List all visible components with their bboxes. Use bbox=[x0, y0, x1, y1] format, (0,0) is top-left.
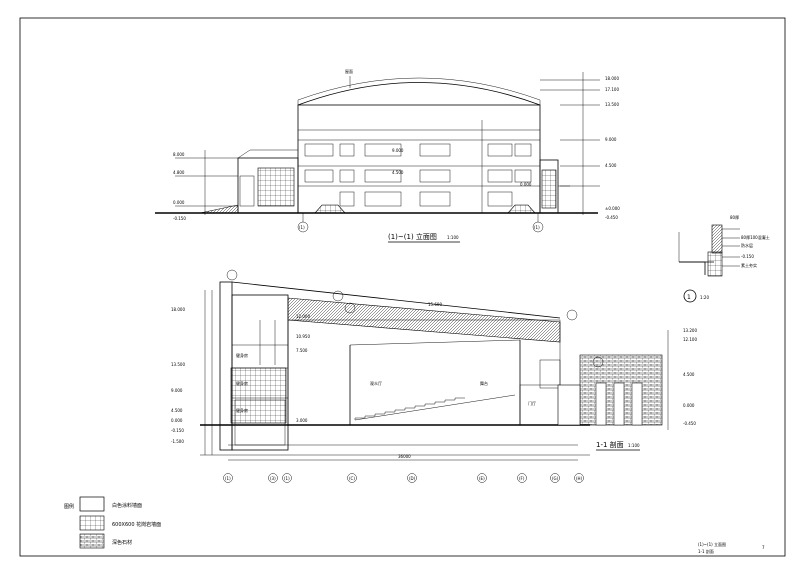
elevation-axis-label-left: (1) bbox=[299, 225, 305, 230]
elevation-main-block bbox=[297, 104, 541, 214]
detail-drawing: 80厚 80厚100混凝土 防水层 -0.150 素土夯实 1 1:20 bbox=[678, 215, 770, 303]
detail-note-2: 80厚100混凝土 bbox=[741, 234, 770, 240]
legend-title: 图例 bbox=[64, 503, 74, 510]
detail-note-4: -0.150 bbox=[741, 254, 754, 259]
detail-note-5: 素土夯实 bbox=[741, 262, 757, 268]
section-room-label-3: 健身房 bbox=[236, 352, 248, 358]
elevation-window-level-3: 0.000 bbox=[520, 182, 532, 187]
elevation-level-right-4: 9.000 bbox=[605, 137, 617, 142]
elevation-levels-right: 18.000 17.100 13.500 9.000 4.500 ±0.000 … bbox=[540, 72, 620, 220]
section-level-left-3: 9.000 bbox=[171, 388, 183, 393]
elevation-levels-left: 8.000 4.800 0.000 -0.150 bbox=[173, 150, 238, 221]
section-room-label-4: 观众厅 bbox=[370, 381, 382, 386]
elevation-barrel-roof bbox=[297, 82, 541, 106]
legend-swatch-brick bbox=[79, 533, 105, 549]
elevation-axis-bubble-left bbox=[297, 221, 309, 233]
legend-label-3: 深色石材 bbox=[112, 539, 132, 546]
elevation-window-level-1: 9.000 bbox=[392, 148, 404, 153]
section-level-left-5: 0.000 bbox=[171, 418, 183, 423]
sheet-border bbox=[19, 17, 786, 557]
elevation-steps-left bbox=[314, 204, 346, 214]
section-level-right-2: 12.100 bbox=[683, 337, 697, 342]
detail-callout-number: 1 bbox=[687, 294, 691, 301]
section-axis-bubbles: (1) (3) (1) (C) (D) (E) (F) (G) (H) bbox=[223, 473, 584, 483]
elevation-level-right-3: 13.500 bbox=[605, 102, 619, 107]
section-room-label-5: 舞台 bbox=[480, 380, 488, 386]
section-levels-right: 13.200 12.100 4.500 0.000 -0.450 bbox=[667, 328, 697, 430]
detail-note-1: 80厚 bbox=[730, 215, 739, 220]
detail-scale: 1:20 bbox=[700, 295, 709, 300]
elevation-level-left-3: 0.000 bbox=[173, 200, 185, 205]
section-interior-level-2: 10.950 bbox=[296, 334, 310, 339]
section-total-dimension: 36000 bbox=[398, 454, 411, 459]
elevation-level-left-2: 4.800 bbox=[173, 170, 185, 175]
section-interior-level-3: 7.500 bbox=[296, 348, 308, 353]
section-level-right-3: 4.500 bbox=[683, 372, 695, 377]
legend-label-2: 600X600 花岗岩墙面 bbox=[112, 521, 161, 528]
elevation-drawing: 8.000 4.800 0.000 -0.150 18.000 17.100 1… bbox=[155, 68, 620, 243]
elevation-right-wing bbox=[539, 159, 559, 214]
section-level-left-7: -1.500 bbox=[171, 439, 184, 444]
elevation-axis-label-right: (1) bbox=[534, 225, 540, 230]
section-axis-5: (D) bbox=[409, 476, 416, 481]
section-axis-4: (C) bbox=[349, 476, 355, 481]
section-drawing: 健身房 健身房 健身房 观众厅 舞台 门厅 36000 (1) bbox=[171, 269, 697, 483]
elevation-scale: 1:100 bbox=[447, 235, 459, 240]
legend-swatch-blank bbox=[79, 496, 105, 512]
section-room-label-1: 健身房 bbox=[236, 380, 248, 386]
section-interior-level-4: 3.000 bbox=[296, 418, 308, 423]
legend-label-1: 白色涂料墙面 bbox=[112, 502, 142, 509]
section-levels-left: 18.000 13.500 9.000 4.500 0.000 -0.150 -… bbox=[171, 290, 213, 455]
elevation-windows-middle bbox=[304, 169, 532, 183]
elevation-level-right-2: 17.100 bbox=[605, 87, 619, 92]
elevation-level-right-1: 18.000 bbox=[605, 76, 619, 81]
elevation-axis-bubble-right bbox=[532, 221, 544, 233]
elevation-level-right-5: 4.500 bbox=[605, 163, 617, 168]
section-scale: 1:100 bbox=[628, 443, 640, 448]
section-level-right-5: -0.450 bbox=[683, 421, 696, 426]
title-block: (1)~(1) 立面图 1-1 剖面 7 bbox=[698, 541, 765, 554]
elevation-window-level-2: 4.500 bbox=[392, 170, 404, 175]
elevation-steps-right bbox=[507, 204, 536, 214]
elevation-title: (1)~(1) 立面图 bbox=[388, 232, 437, 241]
section-level-left-4: 4.500 bbox=[171, 408, 183, 413]
section-level-left-2: 13.500 bbox=[171, 362, 185, 367]
legend: 图例 白色涂料墙面 600X600 花岗岩墙面 深色石材 bbox=[64, 496, 161, 549]
section-axis-3: (1) bbox=[284, 476, 290, 481]
section-axis-1: (1) bbox=[225, 476, 231, 481]
section-seating-steps bbox=[354, 397, 465, 420]
elevation-windows-upper bbox=[304, 143, 532, 157]
elevation-level-right-7: -0.450 bbox=[605, 215, 618, 220]
legend-swatch-grid bbox=[79, 515, 105, 531]
section-axis-8: (G) bbox=[552, 476, 559, 481]
section-title: 1-1 剖面 bbox=[596, 440, 624, 449]
section-room-label-2: 健身房 bbox=[236, 407, 248, 413]
section-level-left-1: 18.000 bbox=[171, 307, 185, 312]
detail-note-3: 防水层 bbox=[741, 242, 753, 248]
section-axis-9: (H) bbox=[576, 476, 583, 481]
sheet-number: 7 bbox=[762, 545, 765, 550]
elevation-roof-note: 屋面 bbox=[345, 68, 353, 74]
section-roof-line bbox=[231, 281, 561, 319]
elevation-level-right-6: ±0.000 bbox=[605, 206, 620, 211]
section-level-right-4: 0.000 bbox=[683, 403, 695, 408]
section-axis-6: (E) bbox=[479, 476, 485, 481]
section-roof-level: 15.600 bbox=[428, 302, 442, 307]
section-axis-2: (3) bbox=[270, 476, 276, 481]
elevation-windows-lower bbox=[339, 191, 513, 207]
title-block-line-1: (1)~(1) 立面图 bbox=[698, 541, 726, 547]
elevation-left-wing bbox=[237, 157, 299, 214]
section-axis-7: (F) bbox=[519, 476, 525, 481]
elevation-level-left-4: -0.150 bbox=[173, 216, 186, 221]
section-level-right-1: 13.200 bbox=[683, 328, 697, 333]
elevation-level-left-1: 8.000 bbox=[173, 152, 185, 157]
section-level-left-6: -0.150 bbox=[171, 428, 184, 433]
title-block-line-2: 1-1 剖面 bbox=[698, 548, 714, 554]
detail-callout-bubble bbox=[683, 289, 697, 303]
section-room-label-6: 门厅 bbox=[528, 400, 536, 406]
section-interior-level-1: 12.000 bbox=[296, 314, 310, 319]
